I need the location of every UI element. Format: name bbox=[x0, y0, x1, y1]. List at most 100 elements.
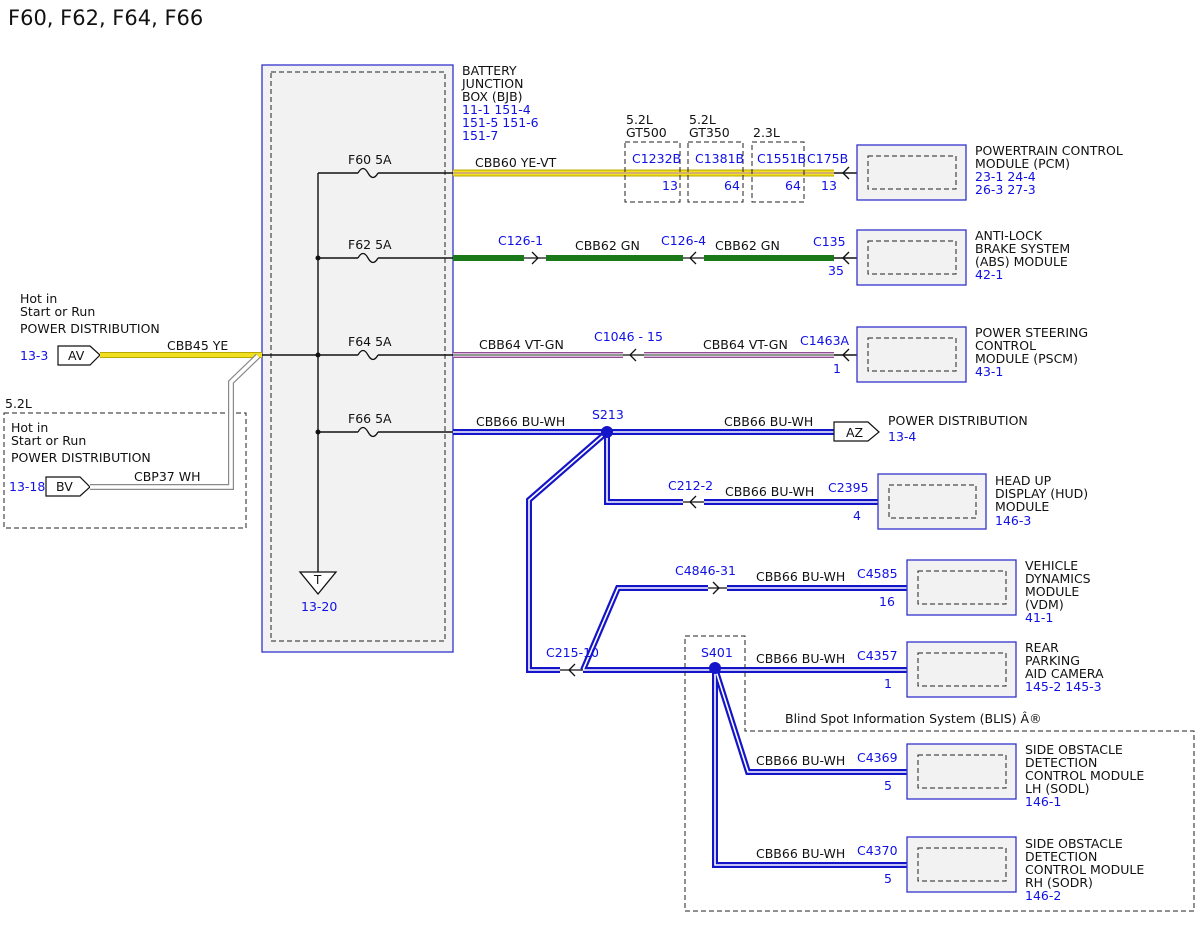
bjb-ref-line-2[interactable]: 151-5 151-6 bbox=[462, 115, 539, 130]
connector-c1463a[interactable]: C1463A bbox=[800, 333, 850, 348]
sodl-module-box[interactable] bbox=[906, 743, 1017, 800]
vdm-module-box[interactable] bbox=[906, 559, 1017, 616]
bv-option-label: 5.2L bbox=[5, 396, 32, 411]
abs-module-box[interactable] bbox=[834, 229, 967, 286]
connector-c4585[interactable]: C4585 bbox=[857, 566, 898, 581]
fuse-f66-label[interactable]: F66 5A bbox=[348, 411, 392, 426]
ground-t-letter: T bbox=[313, 573, 322, 587]
connector-c126-4[interactable]: C126-4 bbox=[661, 233, 706, 248]
bv-line-2: Start or Run bbox=[11, 433, 86, 448]
fuse-symbols bbox=[357, 167, 379, 438]
bjb-ref-line-1[interactable]: 11-1 151-4 bbox=[462, 102, 531, 117]
ground-t-ref[interactable]: 13-20 bbox=[301, 599, 337, 614]
connector-c1551b[interactable]: C1551B bbox=[757, 151, 806, 166]
inline-c212-symbol bbox=[683, 495, 704, 509]
wire-camera-label: CBB66 BU-WH bbox=[756, 651, 845, 666]
az-connector-label[interactable]: AZ bbox=[846, 425, 863, 440]
connector-c215-10[interactable]: C215-10 bbox=[546, 645, 599, 660]
abs-ref[interactable]: 42-1 bbox=[975, 267, 1003, 282]
wire-cbb60-label: CBB60 YE-VT bbox=[475, 155, 557, 170]
pin-c4585: 16 bbox=[879, 594, 895, 609]
sodl-name-line-3: CONTROL MODULE bbox=[1025, 768, 1144, 783]
battery-junction-box bbox=[261, 64, 454, 653]
az-ref[interactable]: 13-4 bbox=[888, 429, 916, 444]
av-ref[interactable]: 13-3 bbox=[20, 348, 48, 363]
wire-sodl-label: CBB66 BU-WH bbox=[756, 753, 845, 768]
connector-c135[interactable]: C135 bbox=[813, 234, 846, 249]
gt500-option-line-2: GT500 bbox=[626, 125, 667, 140]
splice-s401-dot[interactable] bbox=[709, 662, 721, 674]
option-box-2-3l bbox=[751, 141, 805, 203]
bv-connector-label[interactable]: BV bbox=[56, 479, 73, 494]
bjb-ref-line-3[interactable]: 151-7 bbox=[462, 128, 498, 143]
fuse-f62-label[interactable]: F62 5A bbox=[348, 237, 392, 252]
bjb-name-line-3: BOX (BJB) bbox=[462, 89, 523, 104]
hud-ref[interactable]: 146-3 bbox=[995, 513, 1031, 528]
wire-vdm-label: CBB66 BU-WH bbox=[756, 569, 845, 584]
fuse-f64-label[interactable]: F64 5A bbox=[348, 334, 392, 349]
az-power-distribution-label: POWER DISTRIBUTION bbox=[888, 413, 1028, 428]
fuse-f60-label[interactable]: F60 5A bbox=[348, 152, 392, 167]
pscm-module-box[interactable] bbox=[834, 326, 967, 383]
wire-cbp37-label: CBP37 WH bbox=[134, 469, 200, 484]
connector-c4370[interactable]: C4370 bbox=[857, 843, 898, 858]
bv-ref[interactable]: 13-18 bbox=[9, 479, 45, 494]
pscm-ref[interactable]: 43-1 bbox=[975, 364, 1003, 379]
pcm-ref-line-1[interactable]: 23-1 24-4 bbox=[975, 169, 1036, 184]
av-connector-label[interactable]: AV bbox=[68, 348, 85, 363]
option-box-gt350 bbox=[687, 141, 744, 203]
connector-c175b[interactable]: C175B bbox=[807, 151, 848, 166]
splice-s213-label: S213 bbox=[592, 407, 624, 422]
connector-c4357[interactable]: C4357 bbox=[857, 648, 898, 663]
sodl-name-line-1: SIDE OBSTACLE bbox=[1025, 742, 1123, 757]
pcm-name-line-1: POWERTRAIN CONTROL bbox=[975, 143, 1123, 158]
connector-c1381b[interactable]: C1381B bbox=[695, 151, 744, 166]
bus-junction-dots bbox=[315, 255, 321, 435]
pin-c1463a: 1 bbox=[833, 361, 841, 376]
wire-cbb62-label-1: CBB62 GN bbox=[575, 238, 640, 253]
pin-c4357: 1 bbox=[884, 676, 892, 691]
camera-name-line-2: PARKING bbox=[1025, 653, 1080, 668]
blis-label: Blind Spot Information System (BLIS) Â® bbox=[785, 711, 1042, 726]
bjb-internal-bus bbox=[260, 172, 453, 572]
wire-hud-label: CBB66 BU-WH bbox=[725, 484, 814, 499]
connector-c2395[interactable]: C2395 bbox=[828, 480, 869, 495]
abs-name-line-1: ANTI-LOCK bbox=[975, 228, 1043, 243]
wire-cbb45-label: CBB45 YE bbox=[167, 338, 228, 353]
gt500-option-line-1: 5.2L bbox=[626, 112, 653, 127]
inline-c4846-symbol bbox=[708, 581, 727, 595]
connector-c126-1[interactable]: C126-1 bbox=[498, 233, 543, 248]
sodr-ref[interactable]: 146-2 bbox=[1025, 888, 1061, 903]
splice-s401-label: S401 bbox=[701, 645, 733, 660]
connector-c212-2[interactable]: C212-2 bbox=[668, 478, 713, 493]
camera-ref[interactable]: 145-2 145-3 bbox=[1025, 679, 1102, 694]
camera-module-box[interactable] bbox=[906, 641, 1017, 698]
wire-cbb66-label-main: CBB66 BU-WH bbox=[476, 414, 565, 429]
wire-sodr-label: CBB66 BU-WH bbox=[756, 846, 845, 861]
pin-c135: 35 bbox=[828, 263, 844, 278]
pcm-module-box[interactable] bbox=[834, 144, 967, 201]
sodr-name-line-1: SIDE OBSTACLE bbox=[1025, 836, 1123, 851]
connector-c1046-15[interactable]: C1046 - 15 bbox=[594, 329, 663, 344]
pin-c1551b: 64 bbox=[785, 178, 801, 193]
option-box-gt500 bbox=[624, 141, 681, 203]
sodr-module-box[interactable] bbox=[906, 836, 1017, 893]
vdm-name-line-3: MODULE bbox=[1025, 584, 1079, 599]
diagram-title: F60, F62, F64, F66 bbox=[8, 6, 203, 30]
pcm-name-line-2: MODULE (PCM) bbox=[975, 156, 1070, 171]
connector-c4846-31[interactable]: C4846-31 bbox=[675, 563, 736, 578]
sodl-ref[interactable]: 146-1 bbox=[1025, 794, 1061, 809]
hud-module-box[interactable] bbox=[877, 473, 987, 530]
bjb-name-line-1: BATTERY bbox=[462, 63, 517, 78]
splice-s213-dot[interactable] bbox=[601, 426, 613, 438]
inline-c1046-symbol bbox=[623, 348, 644, 362]
pin-c2395: 4 bbox=[853, 508, 861, 523]
vdm-ref[interactable]: 41-1 bbox=[1025, 610, 1053, 625]
inline-c126-1-symbol bbox=[524, 251, 546, 265]
connector-c4369[interactable]: C4369 bbox=[857, 750, 898, 765]
pcm-ref-line-2[interactable]: 26-3 27-3 bbox=[975, 182, 1036, 197]
inline-c126-4-symbol bbox=[683, 251, 704, 265]
pin-c1381b: 64 bbox=[724, 178, 740, 193]
connector-c1232b[interactable]: C1232B bbox=[632, 151, 681, 166]
